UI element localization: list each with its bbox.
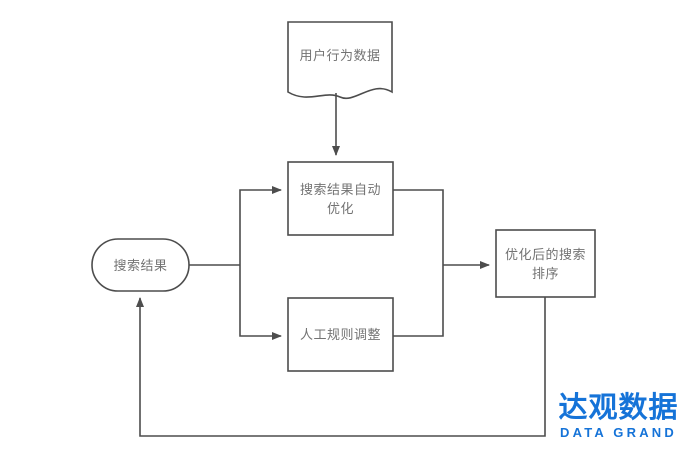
brand-logo-english: DATA GRAND [560,425,677,440]
edge-manual-to-merge [393,265,444,337]
node-auto-optimization-shape[interactable] [287,161,394,236]
brand-logo: 达观数据 DATA GRAND [556,392,681,441]
node-manual-rule-adjust-shape[interactable] [287,297,394,372]
edge-ranking-feedback [136,297,546,437]
node-optimized-ranking-shape[interactable] [495,229,596,298]
edge-result-to-auto [239,186,282,265]
node-user-behavior-data-shape[interactable] [287,21,393,100]
brand-logo-chinese: 达观数据 [558,392,679,424]
edge-auto-to-merge [393,189,444,265]
edge-result-to-manual [239,265,282,340]
node-search-result-shape[interactable] [91,238,190,292]
